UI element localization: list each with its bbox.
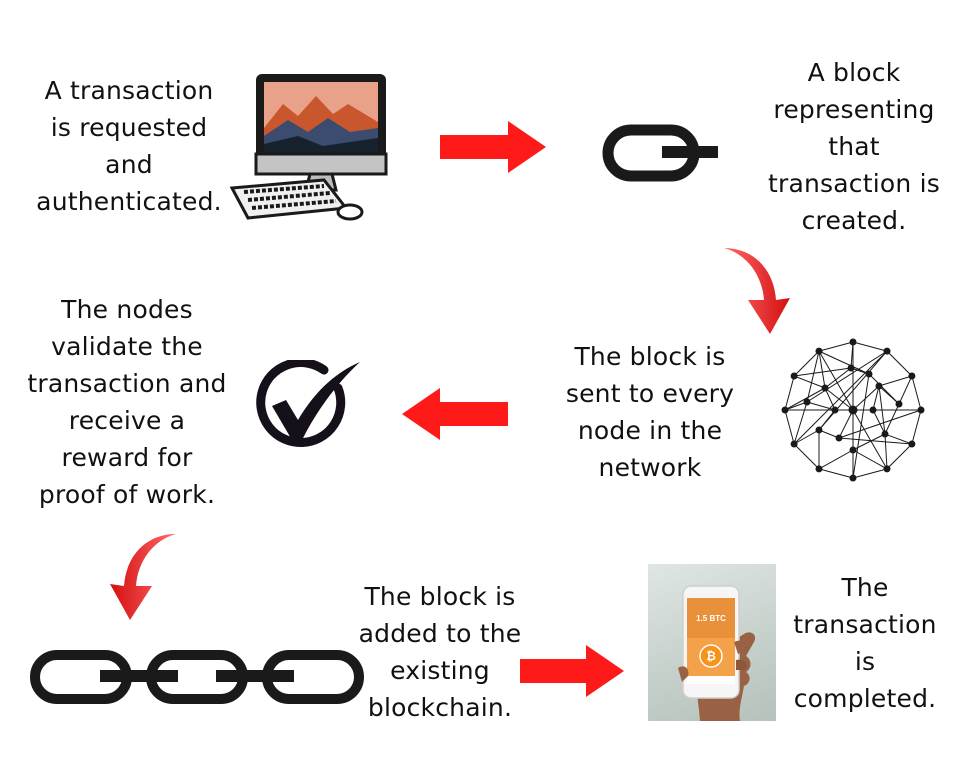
bitcoin-symbol: ₿: [706, 649, 716, 663]
network-node: [881, 430, 889, 438]
network-edge: [852, 373, 870, 479]
curved-arrow-down-icon: [718, 244, 794, 336]
network-node: [869, 406, 877, 414]
arrow-left-icon: [402, 388, 508, 440]
network-edge: [886, 443, 913, 470]
network-node: [831, 406, 839, 414]
network-node: [815, 465, 823, 473]
network-edge: [852, 341, 888, 352]
network-node: [835, 434, 843, 442]
network-node: [883, 465, 891, 473]
network-node: [849, 446, 857, 454]
arrow-right-icon: [520, 645, 624, 697]
network-node: [895, 400, 903, 408]
phone-bitcoin-icon: 1.5 BTC ₿: [648, 564, 776, 721]
network-node: [790, 440, 798, 448]
network-edge: [818, 449, 854, 470]
network-node: [781, 406, 789, 414]
network-edge: [838, 409, 854, 439]
network-node: [790, 372, 798, 380]
network-edge: [818, 341, 854, 352]
network-edge: [884, 433, 913, 445]
network-edge: [852, 449, 888, 470]
network-node: [917, 406, 925, 414]
network-node: [865, 370, 873, 378]
computer-icon: [228, 70, 394, 226]
network-edge: [911, 409, 922, 445]
network-edge: [838, 437, 912, 445]
network-edge: [852, 468, 888, 479]
network-node: [815, 347, 823, 355]
chain-link-icon: [602, 124, 722, 182]
network-edge: [784, 375, 795, 411]
network-edge: [818, 350, 870, 375]
network-edge: [806, 401, 836, 411]
network-edge: [872, 385, 880, 411]
network-edge: [911, 375, 922, 411]
network-edge: [793, 429, 820, 445]
network-node: [849, 338, 857, 346]
network-edge: [852, 385, 880, 411]
network-edge: [818, 351, 826, 389]
network-edge: [884, 403, 900, 435]
step-5-text: The block is added to the existing block…: [358, 582, 522, 722]
checkmark-icon: [252, 360, 364, 454]
network-icon: [775, 338, 931, 484]
network-edge: [793, 375, 826, 389]
network-node: [803, 398, 811, 406]
network-node: [908, 372, 916, 380]
step-4-text: The nodes validate the transaction and r…: [27, 295, 227, 509]
blockchain-icon: [30, 650, 364, 704]
network-edge: [818, 429, 840, 439]
network-edge: [872, 409, 886, 435]
network-edge: [898, 375, 913, 405]
network-edge: [852, 433, 886, 451]
network-node: [815, 426, 823, 434]
network-node: [908, 440, 916, 448]
network-edge: [793, 350, 888, 445]
network-node: [821, 384, 829, 392]
step-1-text: A transaction is requested and authentic…: [36, 76, 222, 216]
network-edge: [824, 367, 852, 389]
curved-arrow-down-icon: [106, 530, 182, 622]
network-edge: [818, 468, 854, 479]
network-edge: [784, 409, 795, 445]
arrow-right-icon: [440, 121, 546, 173]
network-edge: [793, 401, 808, 445]
network-node: [847, 364, 855, 372]
network-edge: [818, 409, 836, 431]
network-node: [848, 405, 858, 415]
network-edge: [878, 375, 913, 387]
network-edge: [824, 387, 836, 411]
network-edge: [806, 350, 820, 403]
network-edge: [784, 387, 826, 411]
phone-amount-label: 1.5 BTC: [696, 614, 726, 623]
step-3-text: The block is sent to every node in the n…: [565, 342, 735, 482]
step-6-text: The transaction is completed.: [793, 573, 937, 713]
network-edge: [806, 350, 888, 403]
network-edge: [784, 401, 808, 411]
network-edge: [868, 373, 900, 405]
network-edge: [886, 350, 913, 377]
network-edge: [793, 443, 820, 470]
network-edge: [884, 433, 888, 469]
network-node: [875, 382, 883, 390]
network-edge: [793, 350, 820, 377]
network-node: [883, 347, 891, 355]
step-2-text: A block representing that transaction is…: [768, 58, 940, 235]
network-node: [849, 474, 857, 482]
